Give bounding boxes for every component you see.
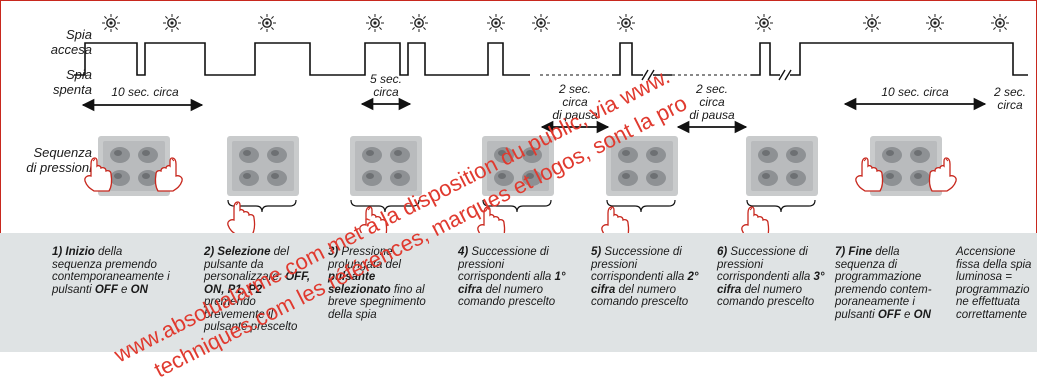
step-5-text: 5) Successione di pressioni corrisponden… <box>591 246 707 309</box>
lamp-icon <box>531 13 551 33</box>
lamp-icon <box>257 13 277 33</box>
lamp-icon <box>754 13 774 33</box>
step-2-text: 2) Selezione del pulsante da personalizz… <box>204 246 312 334</box>
lamp-icons <box>101 13 1010 33</box>
step-text-run: 3) <box>328 246 339 258</box>
step-text-run: pulsante selezionato <box>328 271 391 296</box>
step-text-run: Pressione prolungata del <box>328 246 401 271</box>
step-text-run: Successione di pressioni corrispondenti … <box>717 246 814 283</box>
step-text-run: ON <box>913 308 931 321</box>
lamp-icon <box>862 13 882 33</box>
duration-arrows <box>81 97 987 134</box>
step-text-run: 2° cifra <box>591 271 699 296</box>
keypad-step-2 <box>227 136 299 196</box>
step-text-run: Successione di pressioni corrispondenti … <box>591 246 688 283</box>
break-marks <box>641 69 792 81</box>
step-1-text: 1) Inizio della sequenza premendo contem… <box>52 246 172 296</box>
step-8-text: Accensione fissa della spia luminosa = p… <box>956 246 1034 321</box>
step-7-text: 7) Fine della sequenza di programmazione… <box>835 246 943 321</box>
step-text-run: 3° cifra <box>717 271 825 296</box>
step-text-run: e <box>900 308 914 321</box>
signal-waveform <box>74 42 1028 76</box>
step-text-run: OFF, ON, P1, P2 <box>204 271 311 296</box>
step-text-run: 7) Fine <box>835 246 873 258</box>
step-4-text: 4) Successione di pressioni corrisponden… <box>458 246 578 309</box>
step-text-run: del numero comando prescelto <box>458 283 556 309</box>
lamp-icon <box>101 13 121 33</box>
lamp-icon <box>925 13 945 33</box>
lamp-icon <box>990 13 1010 33</box>
step-text-run: 5) <box>591 246 602 258</box>
step-text-run: 1) Inizio <box>52 246 95 258</box>
braces <box>227 199 816 213</box>
step-text-run: OFF <box>877 308 901 321</box>
finger-icon <box>227 201 256 236</box>
waveform-segment-4 <box>751 42 780 76</box>
keypad-step-6 <box>746 136 818 196</box>
step-text-run: della sequenza premendo contemporaneamen… <box>52 246 170 296</box>
lamp-icon <box>409 13 429 33</box>
step-6-text: 6) Successione di pressioni corrisponden… <box>717 246 825 309</box>
step-3-text: 3) Pressione prolungata del pulsante sel… <box>328 246 438 321</box>
duration-label-10sec-start: 10 sec. circa <box>111 85 179 99</box>
waveform-segment-5 <box>790 42 1028 76</box>
timing-diagram <box>74 13 1028 241</box>
step-text-run: del numero comando prescelto <box>717 283 815 309</box>
step-text-run: 2) Selezione <box>204 246 271 258</box>
step-text-run: premendo brevemente il pulsante prescelt… <box>204 296 298 333</box>
step-text-run: della sequenza di programmazione premend… <box>835 246 932 321</box>
lamp-icon <box>486 13 506 33</box>
duration-label-10sec-end: 10 sec. circa <box>881 85 949 99</box>
lamp-icon <box>365 13 385 33</box>
duration-label-5sec: 5 sec.circa <box>369 72 402 99</box>
step-text-run: fino al breve spegnimento della spia <box>328 283 426 321</box>
steps-band <box>0 233 1037 352</box>
keypad-step-3 <box>350 136 422 196</box>
step-text-run: Successione di pressioni corrispondenti … <box>458 246 555 283</box>
step-text-run: ON <box>130 283 148 296</box>
step-text-run: del numero comando prescelto <box>591 283 689 309</box>
step-text-run: 4) <box>458 246 469 258</box>
step-text-run: e <box>117 283 131 296</box>
step-text-run: del pulsante da personalizzare: <box>204 246 290 283</box>
step-text-run: OFF <box>94 283 118 296</box>
step-text-run: 1° cifra <box>458 271 566 296</box>
lamp-icon <box>162 13 182 33</box>
duration-label-2sec: 2 sec.circa <box>993 85 1026 112</box>
lamp-icon <box>616 13 636 33</box>
waveform-segment-1 <box>74 42 530 76</box>
waveform-segment-2 <box>612 42 643 76</box>
step-text-run: 6) <box>717 246 728 258</box>
step-text-run: Accensione fissa della spia luminosa = p… <box>956 246 1032 321</box>
